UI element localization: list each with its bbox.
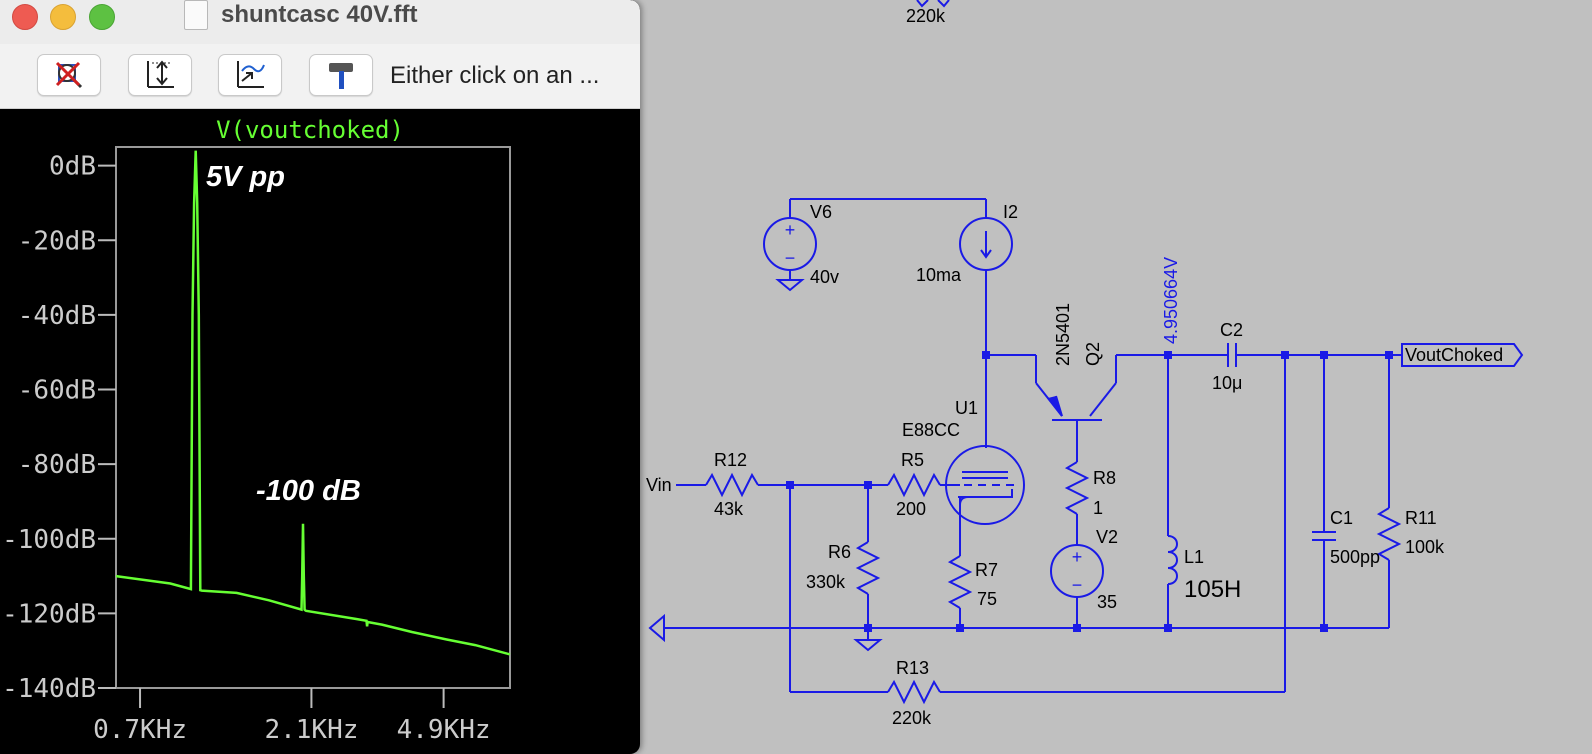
r8-ref: R8 xyxy=(1093,468,1116,488)
svg-text:−: − xyxy=(1072,575,1083,595)
horizontal-autorange-button[interactable] xyxy=(218,54,282,96)
horizontal-autorange-icon xyxy=(237,61,265,88)
r6-ref: R6 xyxy=(828,542,851,562)
r5-ref: R5 xyxy=(901,450,924,470)
status-hint-text: Either click on an ... xyxy=(390,62,600,89)
maximize-window-button[interactable] xyxy=(89,4,115,30)
u1-ref: U1 xyxy=(955,398,978,418)
vertical-autorange-button[interactable] xyxy=(128,54,192,96)
y-tick-label: -60dB xyxy=(18,376,96,406)
l1-value: 105H xyxy=(1184,576,1241,603)
vertical-autorange-icon xyxy=(147,60,174,88)
c1-ref: C1 xyxy=(1330,508,1353,528)
document-icon xyxy=(184,0,208,30)
chart-title: V(voutchoked) xyxy=(216,116,404,144)
svg-text:−: − xyxy=(785,248,796,268)
r11-ref: R11 xyxy=(1405,508,1437,528)
y-tick-label: -80dB xyxy=(18,450,96,480)
cancel-autorange-icon xyxy=(55,61,83,89)
u1-value: E88CC xyxy=(902,420,960,440)
x-tick-label: 4.9KHz xyxy=(397,715,491,745)
plot-frame xyxy=(115,146,511,689)
r7-ref: R7 xyxy=(975,560,998,580)
r13-ref: R13 xyxy=(896,658,929,678)
fft-plot[interactable]: V(voutchoked) 0dB -20dB -40dB -60dB -80dB -10… xyxy=(0,108,640,754)
c2-ref: C2 xyxy=(1220,320,1243,340)
l1-ref: L1 xyxy=(1184,547,1204,567)
r5-value: 200 xyxy=(896,499,926,519)
window-titlebar[interactable]: shuntcasc 40V.fft xyxy=(0,0,640,44)
fft-window[interactable]: shuntcasc 40V.fft xyxy=(0,0,640,754)
c1-value: 500pp xyxy=(1330,547,1380,567)
svg-text:+: + xyxy=(785,220,796,240)
c2-value: 10μ xyxy=(1212,373,1242,393)
r12-value: 43k xyxy=(714,499,744,519)
series-line xyxy=(115,150,511,656)
r11-value: 100k xyxy=(1405,537,1445,557)
close-window-button[interactable] xyxy=(12,4,38,30)
toolbar: Either click on an ... xyxy=(0,44,640,109)
node-voltage-label: 4.950664V xyxy=(1161,257,1181,344)
i2-ref: I2 xyxy=(1003,202,1018,222)
vin-label: Vin xyxy=(646,475,672,495)
hammer-button[interactable] xyxy=(309,54,373,96)
y-axis-ticks: 0dB -20dB -40dB -60dB -80dB -100dB -120dB -140d… xyxy=(2,152,116,704)
y-tick-label: -20dB xyxy=(18,226,96,256)
y-tick-label: -40dB xyxy=(18,301,96,331)
r12-ref: R12 xyxy=(714,450,747,470)
series-layer xyxy=(115,150,511,656)
top-partial-label: 220k xyxy=(906,6,946,26)
r7-value: 75 xyxy=(977,589,997,609)
v6-value: 40v xyxy=(810,267,839,287)
y-tick-label: 0dB xyxy=(49,152,96,182)
window-title: shuntcasc 40V.fft xyxy=(221,1,418,28)
v6-ref: V6 xyxy=(810,202,832,222)
y-tick-label: -140dB xyxy=(2,674,96,704)
output-port-label[interactable]: VoutChoked xyxy=(1405,345,1503,365)
minimize-window-button[interactable] xyxy=(50,4,76,30)
cancel-autorange-button[interactable] xyxy=(37,54,101,96)
svg-text:+: + xyxy=(1072,547,1083,567)
annotation-5vpp: 5V pp xyxy=(206,161,285,193)
y-tick-label: -120dB xyxy=(2,599,96,629)
r13-value: 220k xyxy=(892,708,932,728)
x-axis-ticks: 0.7KHz 2.1KHz 4.9KHz xyxy=(93,688,491,745)
q2-value: 2N5401 xyxy=(1053,303,1073,366)
r8-value: 1 xyxy=(1093,498,1103,518)
y-tick-label: -100dB xyxy=(2,525,96,555)
v2-ref: V2 xyxy=(1096,527,1118,547)
x-tick-label: 0.7KHz xyxy=(93,715,187,745)
x-tick-label: 2.1KHz xyxy=(264,715,358,745)
hammer-icon xyxy=(329,63,353,89)
v2-value: 35 xyxy=(1097,592,1117,612)
i2-value: 10ma xyxy=(916,265,962,285)
annotation-100db: -100 dB xyxy=(256,475,361,507)
q2-ref: Q2 xyxy=(1083,342,1103,366)
r6-value: 330k xyxy=(806,572,846,592)
